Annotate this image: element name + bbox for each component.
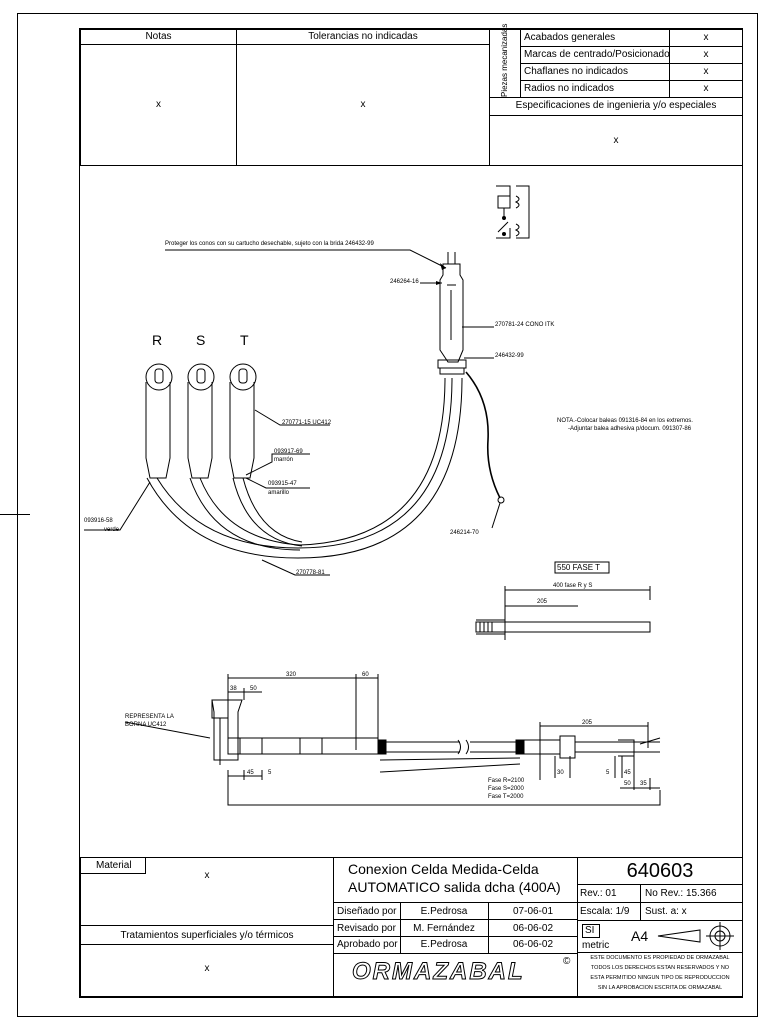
label-amarillo: amarillo [268, 490, 290, 496]
company-logo: ORMAZABAL [352, 958, 525, 985]
binding-mark [0, 514, 30, 515]
title-line2: AUTOMATICO salida dcha (400A) [348, 879, 561, 895]
escala-label: Escala: 1/9 [580, 906, 630, 917]
revisado-date: 06-06-02 [512, 923, 554, 934]
material-value: x [204, 870, 210, 881]
row-value: x [703, 83, 709, 94]
part-270778: 270778-81 [296, 570, 325, 576]
legal-line2: TODOS LOS DERECHOS ESTAN RESERVADOS Y NO [590, 965, 730, 971]
especificaciones-value: x [613, 135, 619, 146]
dim-60: 60 [362, 672, 369, 678]
dim-205b: 205 [582, 720, 593, 726]
format-label: A4 [631, 928, 649, 944]
legal-cell [577, 952, 743, 997]
dim-35: 35 [640, 781, 647, 787]
notas-label: Notas [145, 31, 172, 42]
label-marron: marrón [274, 457, 294, 463]
row-label: Acabados generales [524, 32, 616, 43]
tolerancias-label: Tolerancias no indicadas [308, 31, 418, 42]
disenado-label: Diseñado por [337, 906, 397, 917]
material-tab [80, 857, 146, 874]
no-rev-label: No Rev.: 15.366 [645, 888, 717, 899]
switch-symbol-icon [496, 185, 530, 239]
fase-box-label: 550 FASE T [557, 563, 600, 572]
dim-5a: 5 [268, 770, 272, 776]
drawing-number: 640603 [626, 860, 694, 882]
material-label: Material [96, 860, 132, 871]
dim-50: 50 [250, 686, 257, 692]
dim-5b: 5 [606, 770, 610, 776]
especificaciones-label: Especificaciones de ingenieria y/o espec… [515, 100, 717, 111]
note-top: Proteger los conos con su cartucho desec… [165, 241, 374, 247]
row-label: Chaflanes no indicados [524, 66, 628, 77]
representa-line2: BORNA UC412 [125, 722, 167, 728]
metric-label: metric [582, 940, 610, 951]
row-label: Radios no indicados [524, 83, 615, 94]
part-093915: 093915-47 [268, 481, 297, 487]
page-frame [17, 13, 758, 1017]
tolerancias-value: x [360, 99, 366, 110]
row-label: Marcas de centrado/Posicionado [524, 49, 670, 60]
aprobado-label: Aprobado por [337, 939, 398, 950]
phase-label-t: T [240, 332, 249, 348]
notas-value: x [156, 99, 161, 110]
dim-50b: 50 [624, 781, 631, 787]
legal-line3: ESTA PERMITIDO NINGUN TIPO DE REPRODUCCI… [590, 975, 730, 981]
title-line1: Conexion Celda Medida-Celda [348, 861, 539, 877]
si-label: SI [585, 925, 595, 936]
tratamientos-value: x [204, 963, 210, 974]
phase-label-s: S [196, 332, 206, 348]
disenado-date: 07-06-01 [512, 906, 554, 917]
part-246432: 246432-99 [495, 353, 524, 359]
rev-label: Rev.: 01 [580, 888, 617, 899]
legal-line1: ESTE DOCUMENTO ES PROPIEDAD DE ORMAZABAL [590, 955, 730, 961]
representa-line1: REPRESENTA LA [125, 714, 174, 720]
dim-45a: 45 [247, 770, 254, 776]
connector-cone-icon [437, 252, 467, 375]
fase-s: Fase S=2000 [488, 786, 524, 792]
revisado-name: M. Fernández [413, 923, 475, 934]
aprobado-date: 06-06-02 [512, 939, 554, 950]
row-value: x [703, 32, 709, 43]
projection-symbol-icon [657, 922, 734, 950]
dim-320: 320 [286, 672, 297, 678]
si-box [582, 924, 600, 938]
dim-205a: 205 [537, 599, 548, 605]
dim-30: 30 [557, 770, 564, 776]
nota-line2: -Adjuntar balea adhesiva p/docum. 091307… [568, 426, 692, 432]
part-270781: 270781-24 CONO ITK [495, 322, 555, 328]
dim-45b: 45 [624, 770, 631, 776]
row-value: x [703, 49, 709, 60]
sust-label: Sust. a: x [645, 906, 687, 917]
fase-r: Fase R=2100 [488, 778, 525, 784]
notas-divider [80, 44, 490, 45]
label-verde: verde [104, 527, 120, 533]
revisado-label: Revisado por [337, 923, 396, 934]
nota-line1: NOTA.-Colocar baleas 091316-84 en los ex… [557, 418, 693, 424]
drawing-frame [79, 28, 743, 998]
copyright-icon: © [563, 956, 571, 967]
technical-drawing [84, 185, 661, 806]
row-value: x [703, 66, 709, 77]
part-270771: 270771-15 UC412 [282, 420, 332, 426]
especificaciones-cell [489, 97, 743, 166]
part-246214: 246214-70 [450, 530, 479, 536]
part-093917: 093917-69 [274, 449, 303, 455]
legal-line4: SIN LA APROBACION ESCRITA DE ORMAZABAL [597, 985, 723, 991]
aprobado-name: E.Pedrosa [420, 939, 468, 950]
lower-connectors-icon [145, 363, 257, 479]
tratamientos-label: Tratamientos superficiales y/o térmicos [120, 930, 294, 941]
dim-400: 400 fase R y S [553, 583, 593, 589]
fase-t: Fase T=2000 [488, 794, 524, 800]
part-093916: 093916-58 [84, 518, 113, 524]
disenado-name: E.Pedrosa [420, 906, 468, 917]
dim-38: 38 [230, 686, 237, 692]
part-246264: 246264-16 [390, 279, 419, 285]
phase-label-r: R [152, 332, 163, 348]
